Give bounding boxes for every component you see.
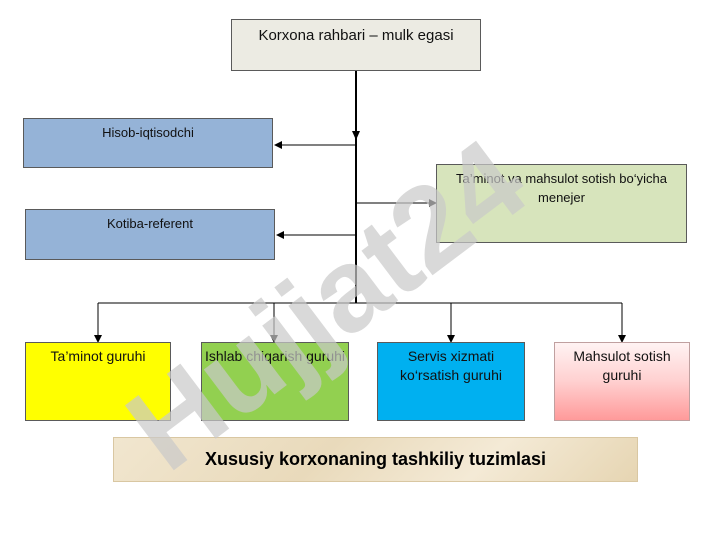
production-group-box: Ishlab chiqarish guruhi (201, 342, 349, 421)
supply-sales-manager-box: Ta’minot va mahsulot sotish bo‘yicha men… (436, 164, 687, 243)
service-group-box: Servis xizmati ko‘rsatish guruhi (377, 342, 525, 421)
supply-group-box: Ta’minot guruhi (25, 342, 171, 421)
sales-group-box: Mahsulot sotish guruhi (554, 342, 690, 421)
secretary-box: Kotiba-referent (25, 209, 275, 260)
diagram-caption: Xususiy korxonaning tashkiliy tuzimlasi (113, 437, 638, 482)
accountant-box: Hisob-iqtisodchi (23, 118, 273, 168)
owner-box: Korxona rahbari – mulk egasi (231, 19, 481, 71)
